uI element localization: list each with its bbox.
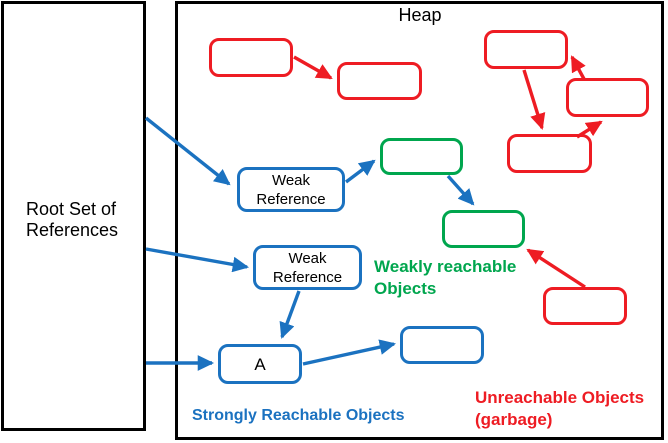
node-object-a: A (218, 344, 302, 384)
root-set-label: Root Set of References (26, 199, 118, 241)
node-red-object-4 (566, 78, 649, 117)
node-weak-reference-1: Weak Reference (237, 167, 345, 212)
root-set-label-line1: Root Set of (26, 199, 117, 219)
node-red-object-2 (337, 62, 422, 100)
unreachable-objects-label-line1: Unreachable Objects (475, 388, 645, 407)
node-weak-reference-2: Weak Reference (253, 245, 362, 290)
root-set-box (1, 1, 146, 431)
unreachable-objects-label: Unreachable Objects (garbage) (475, 387, 644, 431)
node-red-object-3 (484, 30, 568, 69)
node-red-object-1 (209, 38, 293, 77)
node-green-object-1 (380, 138, 463, 175)
node-weak-reference-2-label: Weak Reference (272, 249, 343, 286)
heap-title: Heap (398, 5, 442, 25)
unreachable-objects-label-line2: (garbage) (475, 410, 553, 429)
node-red-object-6 (543, 287, 627, 325)
weakly-reachable-label-line2: Objects (374, 279, 437, 298)
strongly-reachable-label: Strongly Reachable Objects (192, 407, 405, 424)
node-weak-reference-1-label: Weak Reference (256, 171, 326, 208)
weakly-reachable-label-line1: Weakly reachable (374, 257, 517, 276)
node-red-object-5 (507, 134, 592, 173)
node-green-object-2 (442, 210, 525, 248)
node-blue-object-1 (400, 326, 484, 364)
node-object-a-label: A (254, 354, 266, 374)
weakly-reachable-label: Weakly reachable Objects (374, 256, 516, 300)
root-set-label-line2: References (26, 220, 119, 240)
